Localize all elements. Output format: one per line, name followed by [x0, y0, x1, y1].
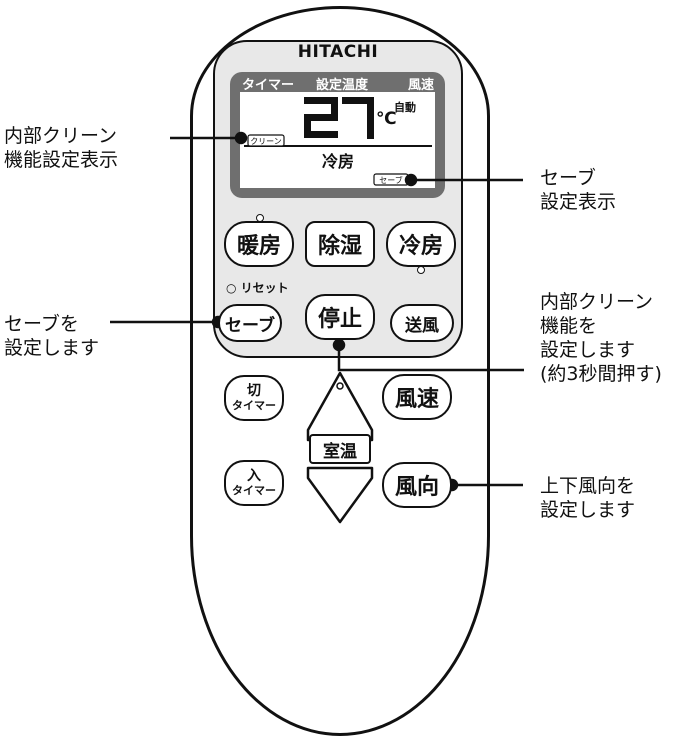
lcd-timer-label: タイマー	[242, 78, 295, 93]
temperature-unit: ℃	[376, 109, 397, 129]
timer-off-top: 切	[247, 383, 261, 400]
timer-on-top: 入	[247, 468, 261, 485]
timer-on-button[interactable]: 入 タイマー	[224, 460, 284, 506]
reset-label: ○ リセット	[226, 281, 289, 295]
fan-direction-button[interactable]: 風向	[382, 462, 452, 508]
save-tag: セーブ	[379, 175, 403, 185]
callout-clean-display: 内部クリーン 機能設定表示	[4, 125, 119, 171]
heat-tactile-dot	[256, 214, 264, 222]
save-button[interactable]: セーブ	[218, 304, 282, 342]
cool-tactile-dot	[417, 266, 425, 274]
dehumidify-button[interactable]: 除湿	[305, 221, 375, 267]
room-temp-label: 室温	[309, 434, 371, 464]
callout-clean-set: 内部クリーン 機能を 設定します (約3秒間押す)	[540, 291, 662, 385]
stop-button[interactable]: 停止	[305, 294, 375, 340]
callout-save-set: セーブを 設定します	[4, 313, 100, 359]
timer-off-bottom: タイマー	[232, 398, 276, 412]
callout-save-display: セーブ 設定表示	[540, 167, 617, 213]
temperature-digits	[304, 97, 374, 139]
heat-button[interactable]: 暖房	[224, 221, 294, 267]
lcd-fan-speed-label: 風速	[408, 78, 435, 93]
mode-text: 冷房	[322, 152, 354, 171]
timer-on-bottom: タイマー	[232, 483, 276, 497]
clean-tag: クリーン	[250, 137, 282, 146]
timer-off-button[interactable]: 切 タイマー	[224, 375, 284, 421]
fan-button[interactable]: 送風	[390, 304, 454, 342]
fan-speed-button[interactable]: 風速	[382, 374, 452, 420]
lcd-set-temp-label: 設定温度	[316, 78, 369, 93]
brand-logo: HITACHI	[297, 42, 379, 62]
fan-mode-auto: 自動	[394, 100, 416, 114]
temp-down-button	[306, 466, 374, 524]
callout-direction-set: 上下風向を 設定します	[540, 475, 636, 521]
cool-button[interactable]: 冷房	[386, 221, 456, 267]
